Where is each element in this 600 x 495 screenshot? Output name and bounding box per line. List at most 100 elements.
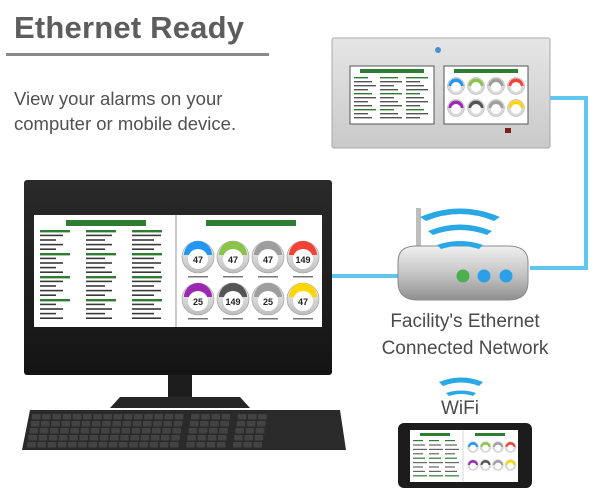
alarm-line	[86, 257, 105, 260]
alarm-line	[86, 276, 116, 279]
alarm-line	[86, 253, 116, 256]
alarm-line	[132, 289, 161, 292]
alarm-line	[40, 280, 63, 283]
keyboard-key	[236, 421, 246, 427]
keyboard-key	[101, 428, 110, 434]
keyboard-key	[150, 435, 160, 441]
keyboard-key	[243, 442, 252, 448]
keyboard-key	[216, 442, 226, 448]
keyboard-key	[80, 428, 90, 434]
keyboard-key	[163, 421, 172, 427]
alarm-line	[132, 271, 161, 273]
keyboard-key	[122, 421, 132, 427]
alarm-line	[132, 230, 162, 233]
keyboard-key	[211, 414, 220, 420]
keyboard-key	[62, 414, 72, 420]
keyboard-key	[235, 428, 244, 434]
keyboard-key	[83, 414, 92, 420]
alarm-line	[86, 243, 112, 246]
ethernet-cable	[330, 96, 588, 278]
keyboard-key	[130, 435, 139, 441]
alarm-list-pane	[40, 220, 162, 319]
keyboard-key	[79, 435, 88, 441]
alarm-line	[40, 312, 56, 315]
gauge-value: 47	[193, 255, 203, 265]
router	[397, 208, 529, 301]
keyboard-key	[187, 435, 196, 441]
keyboard-key	[153, 421, 162, 427]
alarm-line	[132, 262, 161, 264]
router-led-green-icon	[456, 269, 470, 283]
gauge-icon: 47	[251, 240, 285, 278]
alarm-line	[40, 289, 63, 292]
network-label-line2: Connected Network	[381, 338, 549, 359]
network-label: Facility's Ethernet Connected Network	[360, 308, 570, 362]
keyboard-key	[103, 414, 112, 420]
alarm-line	[132, 317, 161, 319]
keyboard-key	[221, 414, 231, 420]
keyboard-key	[218, 435, 227, 441]
alarm-line	[132, 234, 161, 237]
keyboard-key	[92, 421, 101, 427]
alarm-line	[86, 280, 112, 283]
keyboard-key	[112, 421, 121, 427]
keyboard-key	[220, 421, 229, 427]
alarm-line	[132, 248, 154, 250]
router-led-blue-icon	[477, 269, 491, 283]
keyboard-key	[32, 414, 41, 420]
alarm-line	[86, 230, 116, 233]
alarm-line	[40, 243, 63, 246]
gauge-value: 149	[225, 297, 240, 307]
keyboard-key	[253, 442, 262, 448]
alarm-line	[86, 308, 112, 310]
keyboard-key	[134, 414, 143, 420]
alarm-line	[132, 239, 154, 241]
keyboard-key	[30, 421, 40, 427]
alarm-line	[40, 253, 70, 256]
keyboard-key	[42, 414, 51, 420]
keyboard-key	[129, 442, 138, 448]
keyboard-key	[69, 435, 78, 441]
keyboard-key	[207, 435, 217, 441]
keyboard-key	[110, 435, 119, 441]
keyboard-key	[132, 421, 142, 427]
gauge-icon: 47	[286, 282, 320, 320]
wall-panel-device	[331, 37, 551, 149]
keyboard-key	[99, 435, 109, 441]
keyboard-key	[121, 428, 130, 434]
alarm-line	[132, 257, 154, 260]
alarm-line	[132, 312, 154, 315]
keyboard	[22, 410, 346, 450]
alarm-line	[40, 317, 63, 319]
keyboard-key	[210, 421, 219, 427]
alarm-line	[86, 262, 112, 264]
gauge-value: 149	[295, 255, 310, 265]
keyboard-key	[246, 421, 256, 427]
keyboard-key	[143, 421, 152, 427]
keyboard-key	[70, 428, 79, 434]
alarm-line	[86, 239, 105, 241]
keyboard-key	[171, 435, 180, 441]
keyboard-key	[81, 421, 91, 427]
wifi-label: WiFi	[441, 398, 479, 419]
keyboard-key	[29, 428, 39, 434]
keyboard-key	[161, 435, 170, 441]
alarm-line	[132, 253, 162, 256]
gauge-value: 25	[193, 297, 203, 307]
alarm-line	[40, 230, 70, 233]
keyboard-key	[139, 442, 148, 448]
keyboard-key	[201, 414, 210, 420]
alarm-line	[132, 266, 154, 269]
alarm-line	[40, 294, 56, 296]
keyboard-key	[59, 435, 68, 441]
keyboard-key	[206, 442, 216, 448]
keyboard-key	[144, 414, 153, 420]
alarm-line	[40, 303, 56, 306]
keyboard-key	[108, 442, 118, 448]
alarm-line	[86, 299, 116, 302]
alarm-line	[40, 248, 56, 250]
keyboard-key	[48, 435, 58, 441]
router-antenna	[416, 208, 421, 248]
